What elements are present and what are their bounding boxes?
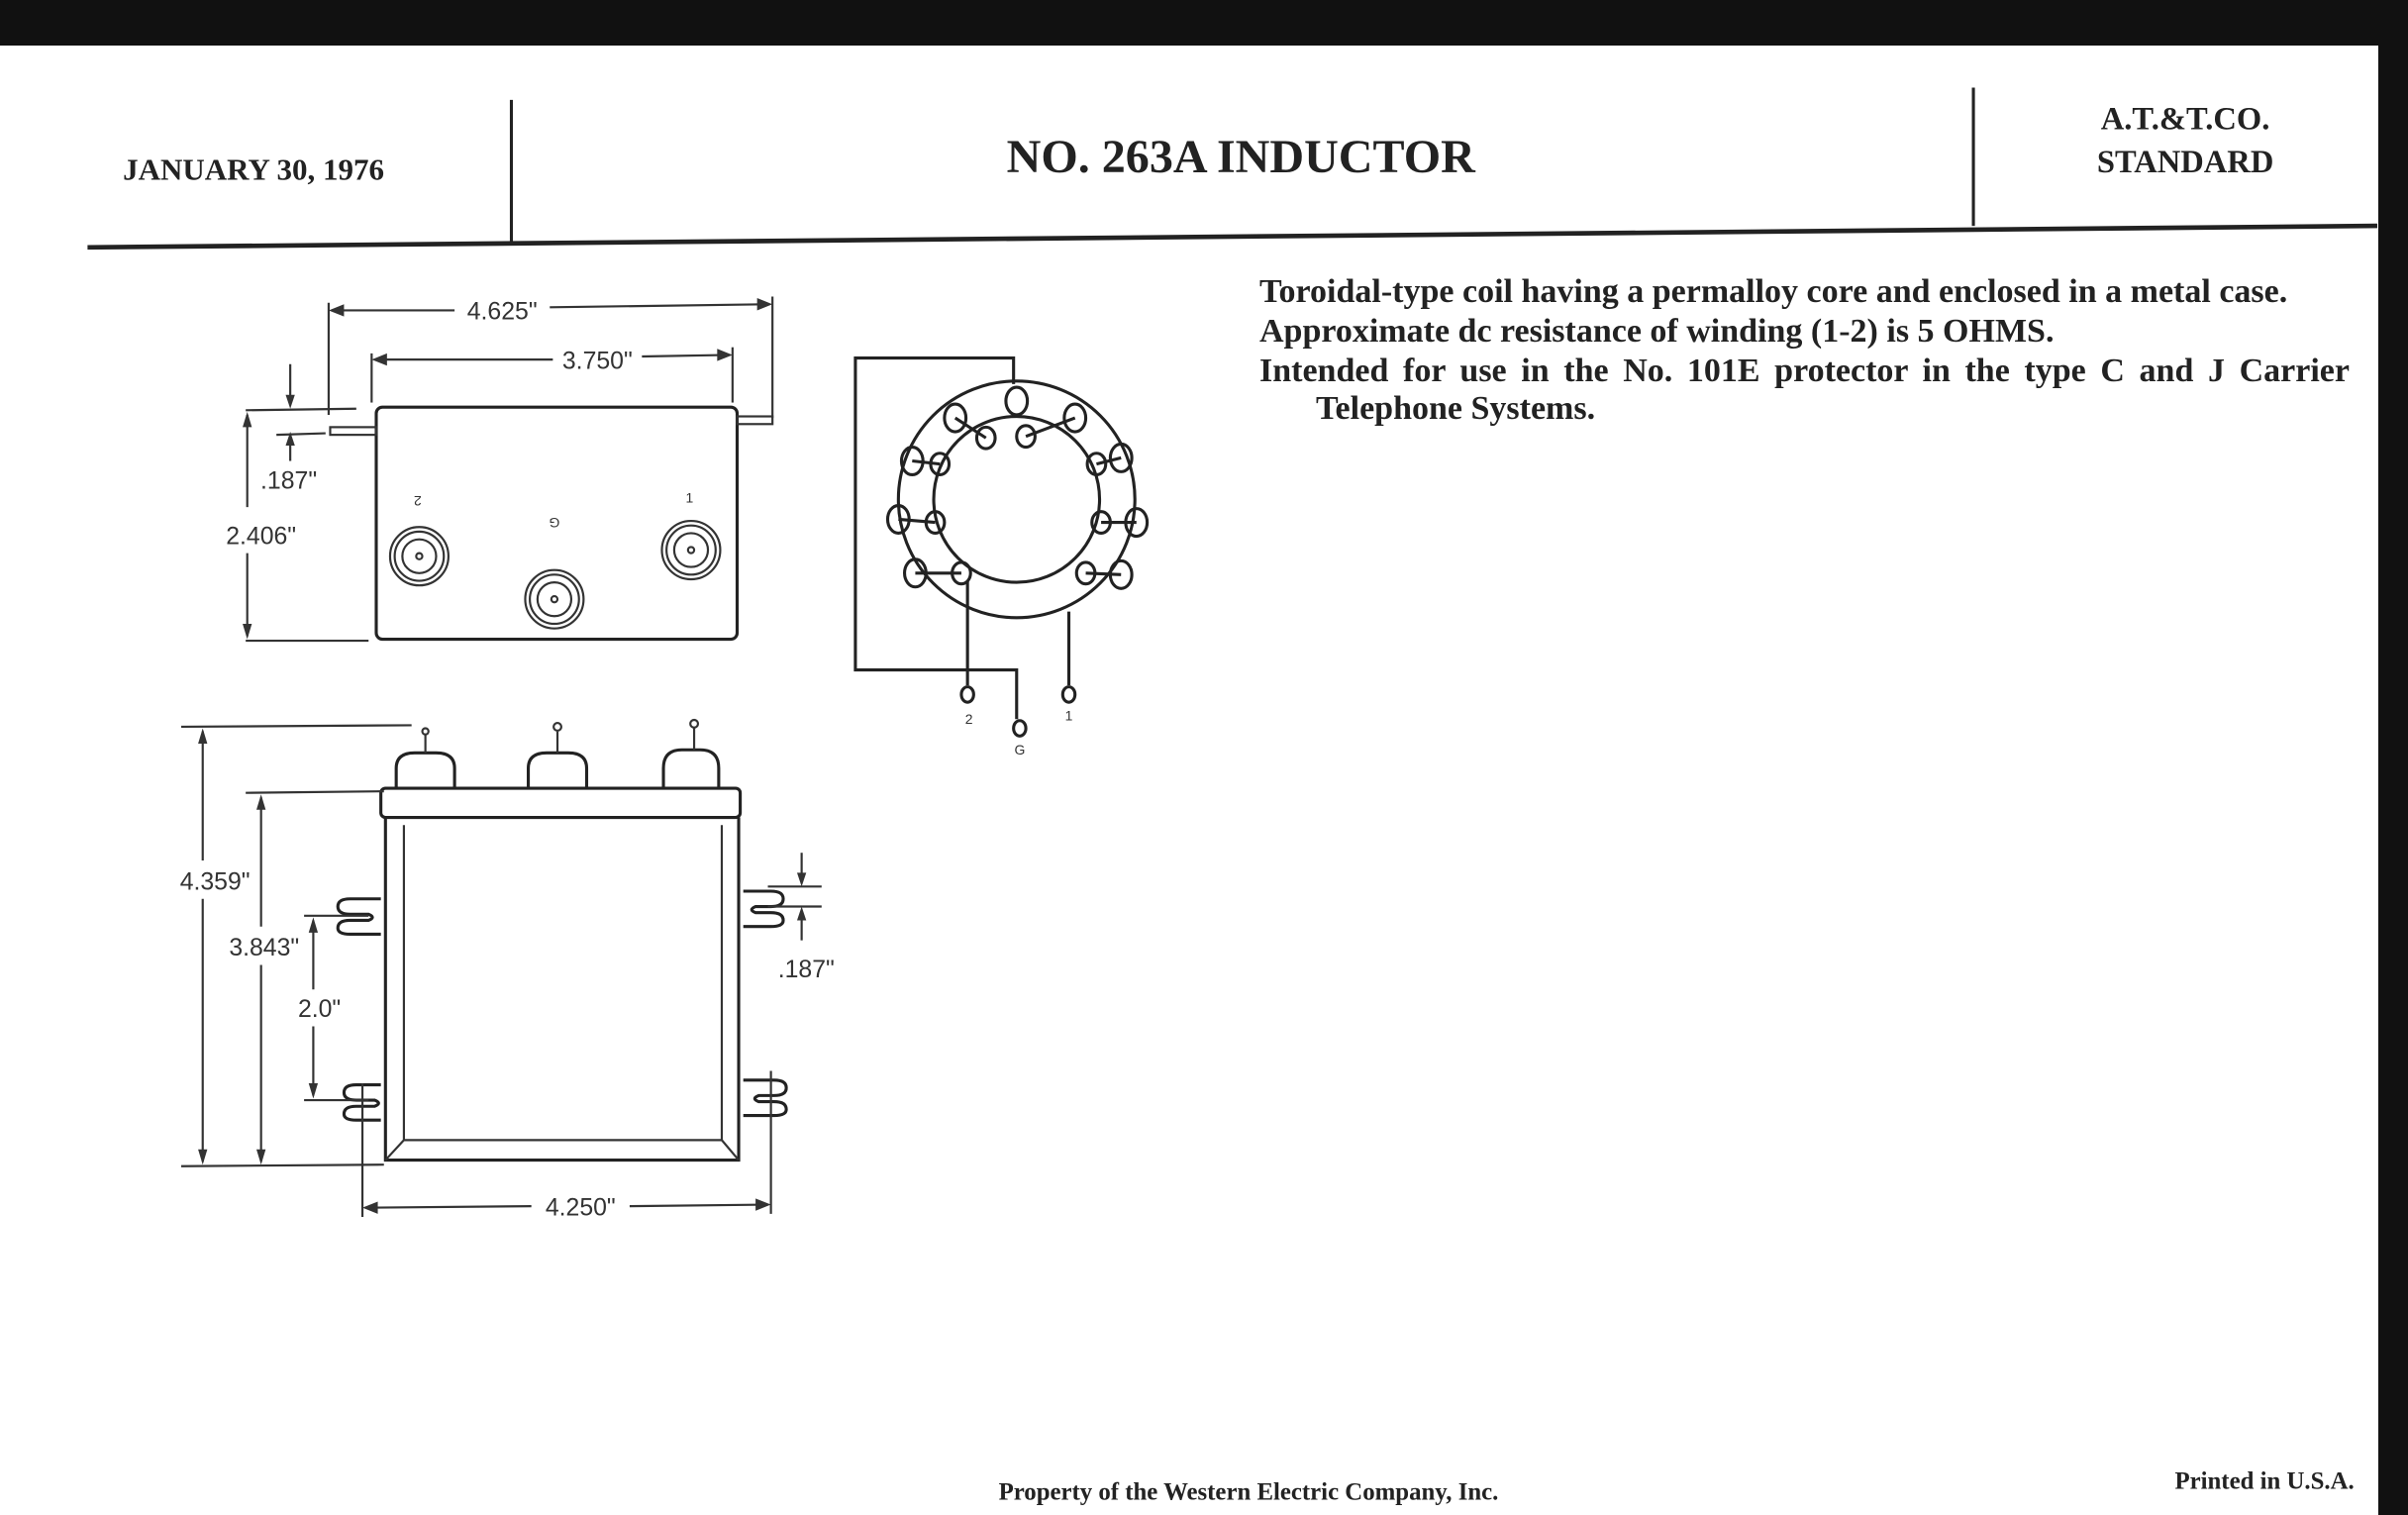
header-rule (87, 223, 2378, 251)
terminal-2 (388, 526, 450, 587)
terminal-1 (660, 519, 722, 581)
standard-line1: A.T.&T.CO. (2101, 101, 2270, 137)
description-line: Approximate dc resistance of winding (1-… (1259, 313, 2055, 350)
dim-body-width: 3.750" (562, 348, 633, 374)
terminal-label-1: 1 (686, 489, 694, 505)
terminal-g (524, 568, 585, 630)
description-line: Intended for use in the No. 101E protect… (1259, 353, 2350, 427)
issue-date: JANUARY 30, 1976 (123, 152, 384, 187)
dim-overall-width: 4.625" (467, 299, 538, 326)
schematic-label-1: 1 (1065, 708, 1073, 724)
scan-border-top (0, 0, 2408, 46)
footer-printed: Printed in U.S.A. (2174, 1468, 2354, 1495)
schematic-label-g: G (1014, 742, 1025, 758)
winding-schematic: 2 G 1 (853, 356, 1150, 758)
dim-overall-height: 4.359" (180, 868, 251, 895)
dim-mount-width: 4.250" (546, 1194, 616, 1221)
terminal-label-g: G (549, 515, 559, 531)
description: Toroidal-type coil having a permalloy co… (1259, 273, 2350, 430)
description-line: Toroidal-type coil having a permalloy co… (1259, 273, 2288, 310)
front-view-drawing: 4.359" 3.843" 2.0" .187" 4.250" (180, 718, 835, 1221)
terminal-label-2: 2 (414, 493, 422, 509)
schematic-label-2: 2 (965, 711, 973, 727)
dim-height: 2.406" (226, 523, 296, 550)
top-view-drawing: 4.625" 3.750" .187" 2.406" 2 G 1 (226, 296, 774, 643)
scan-border-right (2378, 0, 2408, 1515)
page-title: NO. 263A INDUCTOR (1007, 131, 1476, 183)
footer-property: Property of the Western Electric Company… (999, 1478, 1499, 1505)
standard-line2: STANDARD (2097, 145, 2273, 180)
dim-ear-spacing: 2.0" (298, 996, 341, 1023)
dim-stud-offset: .187" (260, 467, 317, 494)
dim-body-height: 3.843" (229, 935, 299, 961)
dim-ear-offset: .187" (778, 957, 835, 983)
